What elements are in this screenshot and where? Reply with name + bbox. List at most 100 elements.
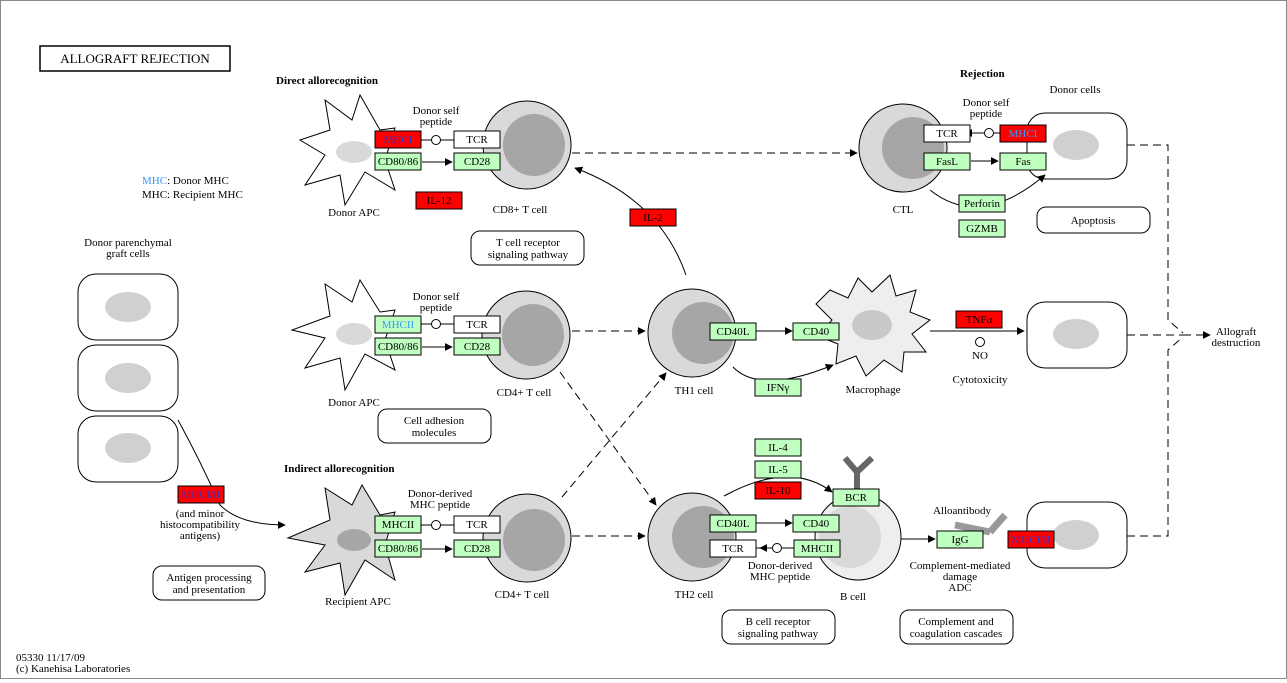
legend-donor-mhc-text: : Donor MHC [167, 175, 229, 187]
svg-text:coagulation cascades: coagulation cascades [910, 628, 1003, 640]
dashed-connectors [559, 144, 1211, 540]
gene-tcr-1[interactable]: TCR [453, 130, 501, 149]
caption-allograft-b: destruction [1212, 337, 1261, 349]
caption-donor-self-peptide-1b: peptide [420, 116, 452, 128]
svg-text:MHCI: MHCI [1009, 128, 1038, 140]
gene-mhci-ii-minor[interactable]: MHCI/II [177, 485, 225, 504]
cd4-t-cell-1 [481, 290, 571, 380]
svg-text:BCR: BCR [845, 492, 868, 504]
gene-tcr-3[interactable]: TCR [453, 515, 501, 534]
donor-apc-1-label: Donor APC [328, 207, 380, 219]
gene-tnfa[interactable]: TNFα [955, 310, 1003, 329]
svg-text:TCR: TCR [466, 134, 488, 146]
gene-mhcii-1[interactable]: MHCII [374, 315, 422, 334]
svg-text:CD80/86: CD80/86 [378, 341, 419, 353]
donor-cell-2 [1026, 301, 1128, 369]
cd4-t-cell-1-label: CD4+ T cell [497, 387, 552, 399]
caption-complement-b: damage [943, 571, 977, 583]
svg-text:IL-12: IL-12 [426, 195, 451, 207]
gene-cd28-1[interactable]: CD28 [453, 152, 501, 171]
caption-donor-self-peptide-1a: Donor self [413, 105, 460, 117]
svg-text:TCR: TCR [466, 319, 488, 331]
caption-donor-derived-2a: Donor-derived [748, 560, 813, 572]
gene-tcr-th2[interactable]: TCR [709, 539, 757, 558]
pathway-apoptosis[interactable]: Apoptosis [1036, 206, 1151, 234]
caption-donor-self-peptide-2b: peptide [420, 302, 452, 314]
gene-il2[interactable]: IL-2 [629, 208, 677, 227]
footer-copyright: (c) Kanehisa Laboratories [16, 663, 130, 675]
caption-donor-self-peptide-ctl-b: peptide [970, 108, 1002, 120]
gene-mhci-donor[interactable]: MHCI [999, 124, 1047, 143]
macrophage-nucleus [852, 310, 892, 340]
svg-text:TCR: TCR [722, 543, 744, 555]
gene-gzmb[interactable]: GZMB [958, 219, 1006, 238]
svg-text:IL-2: IL-2 [643, 212, 663, 224]
gene-perforin[interactable]: Perforin [958, 194, 1006, 213]
gene-il5[interactable]: IL-5 [754, 460, 802, 479]
th1-cell [647, 288, 737, 378]
donor-parenchymal-label-2: graft cells [106, 248, 150, 260]
gene-cd80-2[interactable]: CD80/86 [374, 337, 422, 356]
svg-text:MHCI/II: MHCI/II [1011, 534, 1050, 546]
gene-fas[interactable]: Fas [999, 152, 1047, 171]
gene-cd80-3[interactable]: CD80/86 [374, 539, 422, 558]
svg-text:MHCII: MHCII [382, 519, 415, 531]
caption-alloantibody: Alloantibody [933, 505, 992, 517]
donor-cell-3 [1026, 501, 1128, 569]
gene-cd40l-1[interactable]: CD40L [709, 322, 757, 341]
caption-minor-a: (and minor [176, 508, 225, 520]
caption-complement-c: ADC [948, 582, 971, 594]
svg-text:TNFα: TNFα [966, 314, 993, 326]
donor-parenchymal-label-1: Donor parenchymal [84, 237, 172, 249]
caption-donor-self-peptide-ctl-a: Donor self [963, 97, 1010, 109]
gene-il4[interactable]: IL-4 [754, 438, 802, 457]
svg-text:IL-5: IL-5 [768, 464, 788, 476]
svg-text:MHCII: MHCII [801, 543, 834, 555]
gene-bcr[interactable]: BCR [832, 488, 880, 507]
cd4-t-cell-2-label: CD4+ T cell [495, 589, 550, 601]
svg-text:CD28: CD28 [464, 156, 491, 168]
gene-mhci-1[interactable]: MHCI [374, 130, 422, 149]
svg-text:TCR: TCR [466, 519, 488, 531]
svg-text:Perforin: Perforin [964, 198, 1001, 210]
svg-text:Fas: Fas [1015, 156, 1030, 168]
svg-text:molecules: molecules [412, 427, 457, 439]
svg-text:IL-4: IL-4 [768, 442, 788, 454]
gene-cd40-1[interactable]: CD40 [792, 322, 840, 341]
svg-text:CD40: CD40 [803, 518, 830, 530]
gene-igg[interactable]: IgG [936, 530, 984, 549]
gene-il12[interactable]: IL-12 [415, 191, 463, 210]
gene-ifng[interactable]: IFNγ [754, 378, 802, 397]
b-cell [814, 493, 902, 581]
svg-text:IL-10: IL-10 [765, 485, 791, 497]
gene-cd80-1[interactable]: CD80/86 [374, 152, 422, 171]
gene-fasl[interactable]: FasL [923, 152, 971, 171]
donor-apc-2-nucleus [336, 323, 372, 345]
svg-text:IgG: IgG [951, 534, 968, 546]
gene-cd28-2[interactable]: CD28 [453, 337, 501, 356]
svg-text:CD28: CD28 [464, 543, 491, 555]
graft-cell-1 [77, 273, 179, 341]
svg-text:CD28: CD28 [464, 341, 491, 353]
gene-mhcii-2[interactable]: MHCII [374, 515, 422, 534]
th2-cell [647, 492, 737, 582]
gene-il10[interactable]: IL-10 [754, 481, 802, 500]
gene-mhci-ii-donor[interactable]: MHCI/II [1007, 530, 1055, 549]
gene-cd40l-2[interactable]: CD40L [709, 514, 757, 533]
section-rejection: Rejection [960, 68, 1005, 80]
svg-text:MHCI: MHCI [384, 134, 413, 146]
gene-mhcii-b[interactable]: MHCII [793, 539, 841, 558]
gene-cd40-2[interactable]: CD40 [792, 514, 840, 533]
footer-code: 05330 11/17/09 [16, 652, 85, 664]
gene-tcr-2[interactable]: TCR [453, 315, 501, 334]
gene-cd28-3[interactable]: CD28 [453, 539, 501, 558]
gene-tcr-ctl[interactable]: TCR [923, 124, 971, 143]
cd4-t-cell-2 [482, 493, 572, 583]
donor-cells-label: Donor cells [1049, 84, 1100, 96]
